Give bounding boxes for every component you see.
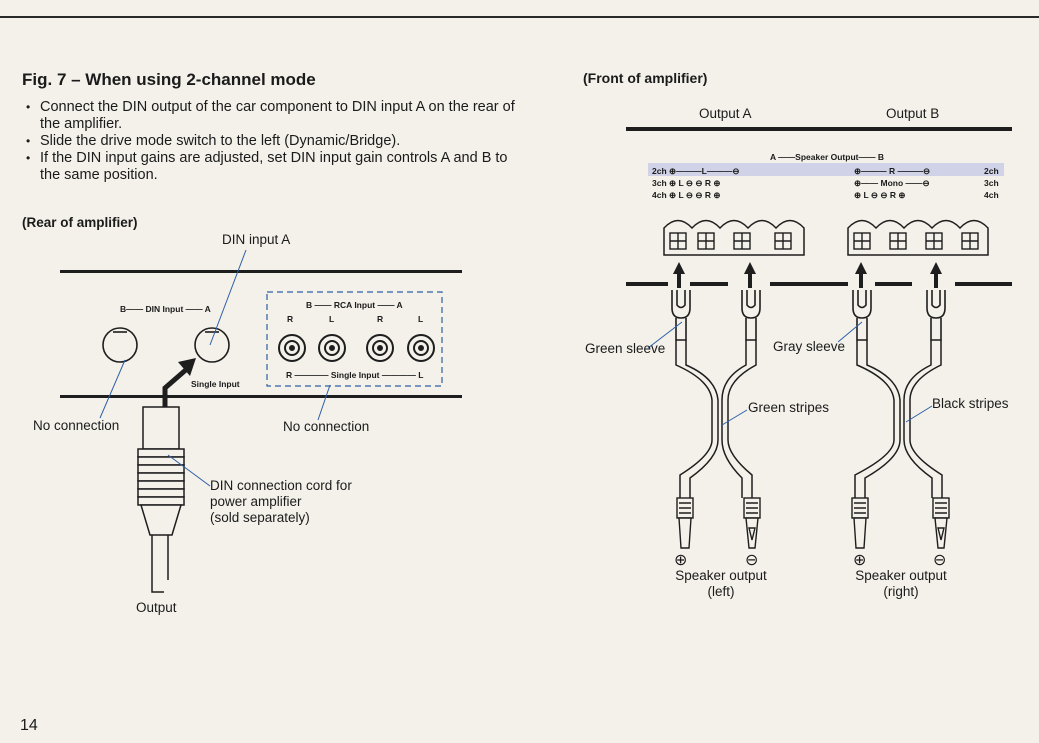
rca-input-label: B —— RCA Input —— A [306,300,403,310]
single-input-label: Single Input [191,379,240,389]
output-label: Output [136,600,177,615]
two-channel-highlight [648,163,1004,176]
speaker-terminal-block [663,219,989,256]
instruction-item: If the DIN input gains are adjusted, set… [22,150,522,184]
no-connection-left-label: No connection [33,418,120,433]
minus-terminal-icon: ⊖ [745,552,759,569]
green-sleeve-label: Green sleeve [585,341,666,356]
speaker-cable-right [854,340,943,498]
green-stripes-leader [721,409,748,426]
rca-jack-icon [407,334,435,362]
plug-arrow [162,366,190,407]
instruction-item: Connect the DIN output of the car compon… [22,99,522,133]
green-sleeve-leader [647,321,683,349]
rca-jack-icon [318,334,346,362]
rear-heading: (Rear of amplifier) [22,215,138,230]
front-panel-top-edge [626,127,1012,131]
rear-panel-top-edge [60,270,462,273]
rca-channel-label: L [329,314,335,324]
minus-terminal-icon: ⊖ [933,552,947,569]
plus-terminal-icon: ⊕ [674,552,688,569]
insert-arrow-icon [673,262,942,288]
channel-rows-left: 2ch ⊕———L———⊖ 3ch ⊕ L ⊖ ⊖ R ⊕ 4ch ⊕ L ⊖ … [652,166,740,200]
speaker-output-left-label: Speaker output (left) [675,568,767,599]
plus-terminal-icon: ⊕ [853,552,867,569]
channel-count-right: 2ch 3ch 4ch [984,166,999,200]
figure-title: Fig. 7 – When using 2-channel mode [22,70,316,89]
page-number: 14 [20,717,38,734]
speaker-cable-left [675,340,757,498]
speaker-output-label: A ——Speaker Output—— B [770,152,884,162]
din-input-label: B—— DIN Input —— A [120,304,211,314]
no-connection-leader-left [99,359,126,419]
top-rule [0,16,1039,18]
rca-channel-label: R [377,314,384,324]
gray-sleeve-label: Gray sleeve [773,339,846,354]
black-stripes-leader [905,405,933,423]
front-heading: (Front of amplifier) [583,70,708,86]
din-socket-b-icon [102,327,138,363]
din-socket-a-icon [194,327,230,363]
plug-arrow-head-icon [178,358,196,376]
crimp-terminal-icon [676,497,950,549]
no-connection-right-label: No connection [283,419,370,434]
instruction-item: Slide the drive mode switch to the left … [22,133,522,150]
rca-input-box [266,291,443,387]
rca-jack-icon [366,334,394,362]
rca-single-input-label: R ———— Single Input ———— L [286,370,424,380]
rear-panel-bottom-edge [60,395,462,398]
speaker-output-right-label: Speaker output (right) [855,568,947,599]
black-stripes-label: Black stripes [932,396,1009,411]
din-cord-label: DIN connection cord for power amplifier … [210,478,352,525]
channel-rows-right: ⊕——— R ———⊖ ⊕—— Mono ——⊖ ⊕ L ⊖ ⊖ R ⊕ [854,166,931,200]
terminal-screw-icon [669,232,979,250]
rca-channel-label: L [418,314,424,324]
din-cord-leader [167,454,211,487]
gray-sleeve-leader [837,321,863,343]
no-connection-leader-right [317,384,331,421]
din-plug-icon [137,406,185,536]
din-input-a-label: DIN input A [222,232,291,247]
din-input-a-leader [209,249,247,346]
spade-lug-icon [671,290,946,341]
instruction-list: Connect the DIN output of the car compon… [22,99,522,184]
output-a-label: Output A [699,106,752,121]
din-cord [151,535,169,593]
rca-channel-label: R [287,314,294,324]
rca-jack-icon [278,334,306,362]
green-stripes-label: Green stripes [748,400,830,415]
output-b-label: Output B [886,106,940,121]
